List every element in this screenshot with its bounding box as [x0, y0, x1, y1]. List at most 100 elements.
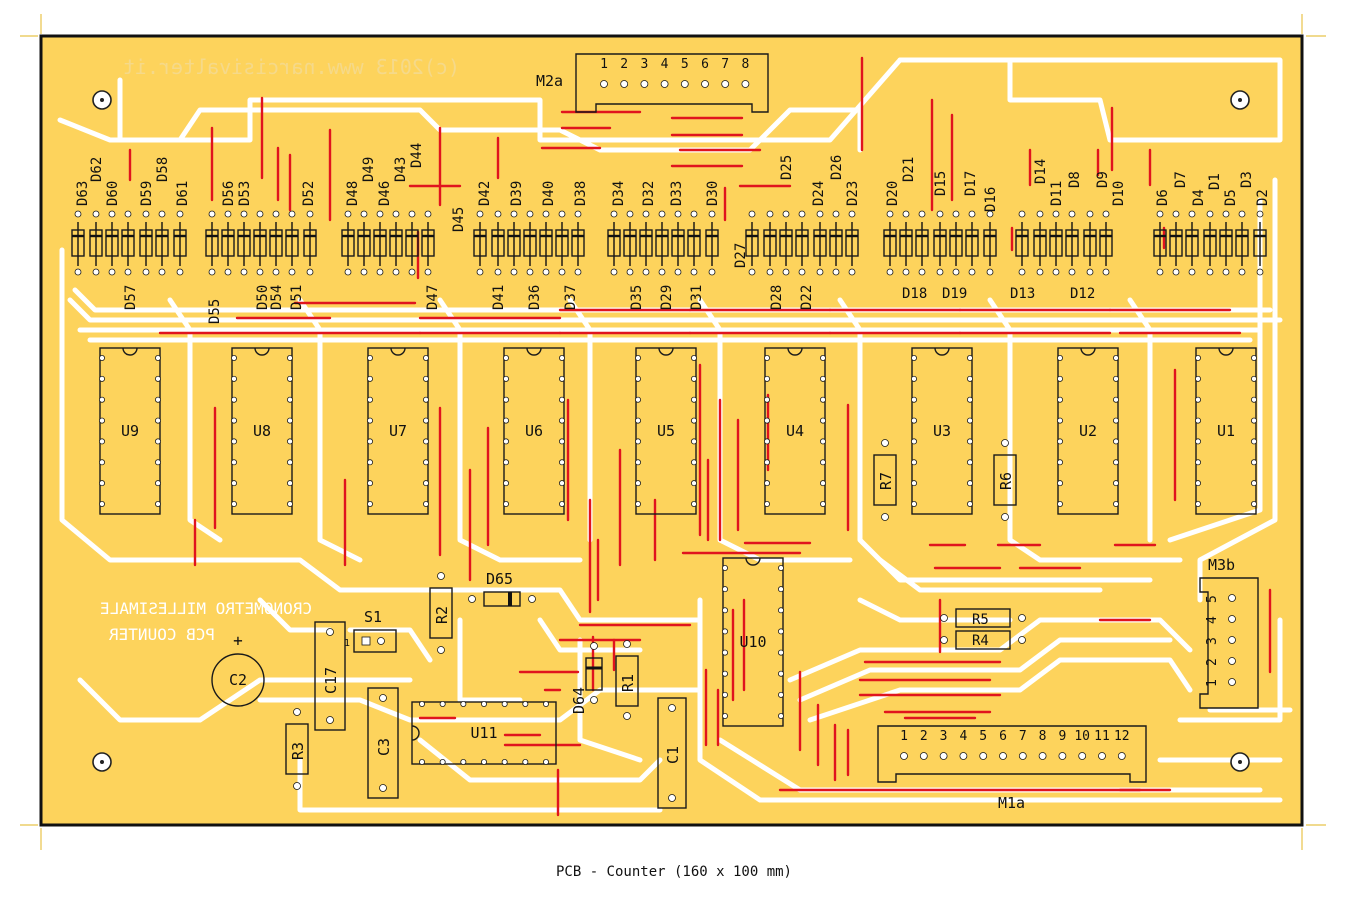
diode-package — [829, 210, 843, 276]
connector-pin-number: 3 — [1205, 637, 1220, 645]
resistor-r4-label: R4 — [972, 633, 989, 649]
diode-label-bottom: D50 — [255, 285, 271, 310]
diode-pad — [558, 268, 566, 276]
diode-label-bottom: D36 — [527, 285, 543, 310]
ic-pin — [967, 459, 974, 466]
diode-package — [253, 210, 267, 276]
diode-pad — [1018, 210, 1026, 218]
ic-pin — [502, 417, 509, 424]
diode-pad — [1222, 210, 1230, 218]
ic-pin — [1113, 354, 1120, 361]
connector-pin — [939, 752, 948, 760]
diode-label-bottom: D54 — [269, 285, 285, 310]
diode-label-bottom: D35 — [629, 285, 645, 310]
ic-pin — [1113, 417, 1120, 424]
diode-pad — [986, 210, 994, 218]
ic-pin — [764, 438, 771, 445]
diode-pad — [408, 268, 416, 276]
ic-pin — [635, 375, 642, 382]
ic-pin — [764, 375, 771, 382]
ic-pin — [820, 438, 827, 445]
diode-label-top: D15 — [933, 171, 949, 196]
ic-pin — [1057, 354, 1064, 361]
ic-pin — [778, 713, 785, 720]
ic-pin — [691, 375, 698, 382]
diode-pad — [1102, 268, 1110, 276]
ic-pin — [543, 701, 550, 708]
connector-pin — [999, 752, 1007, 760]
diode-label-top: D39 — [509, 181, 525, 206]
diode-pad — [92, 210, 100, 218]
ic-pin — [502, 459, 509, 466]
diode-package — [555, 210, 569, 276]
diode-pad — [626, 268, 634, 276]
ic-pin — [967, 396, 974, 403]
ic-pin — [635, 459, 642, 466]
diode-pad — [902, 268, 910, 276]
ic-pin — [286, 459, 293, 466]
resistor-r4: R4 — [940, 630, 1026, 650]
diode-package — [1169, 210, 1183, 276]
diode-label-top: D34 — [611, 181, 627, 206]
ic-pin — [1251, 375, 1258, 382]
diode-pad — [526, 210, 534, 218]
diode-label-top: D10 — [1111, 181, 1127, 206]
diode-pad — [1036, 268, 1044, 276]
diode-pad — [158, 210, 166, 218]
diode-package — [71, 210, 85, 276]
switch-s1-pin1-label: 1 — [344, 638, 350, 649]
diode-pad — [708, 268, 716, 276]
ic-pin — [422, 354, 429, 361]
diode-pad — [256, 210, 264, 218]
diode-label-bottom: D22 — [799, 285, 815, 310]
diode-pad — [224, 210, 232, 218]
diode-pad — [476, 210, 484, 218]
diode-label-top: D20 — [885, 181, 901, 206]
diode-label-top: D14 — [1033, 159, 1049, 184]
diode-d65: D65 — [468, 570, 536, 607]
diode-label-bottom: D13 — [1010, 286, 1035, 302]
ic-pin — [99, 417, 106, 424]
diode-pad — [658, 268, 666, 276]
diode-pad — [642, 210, 650, 218]
connector-pin-number: 5 — [979, 729, 987, 744]
diode-pad — [108, 268, 116, 276]
ic-pin — [1251, 417, 1258, 424]
diode-pad — [1238, 268, 1246, 276]
diode-label-top: D58 — [155, 157, 171, 182]
diode-label-top: D62 — [89, 157, 105, 182]
ic-pin — [1195, 354, 1202, 361]
ic-u2-label: U2 — [1079, 422, 1097, 440]
diode-label-top: D6 — [1155, 189, 1171, 206]
diode-label-bottom: D28 — [769, 285, 785, 310]
ic-pin — [635, 354, 642, 361]
ic-pin — [1195, 375, 1202, 382]
diode-package — [1065, 210, 1079, 276]
diode-pad — [1222, 268, 1230, 276]
ic-pin — [286, 417, 293, 424]
diode-package — [421, 210, 435, 276]
diode-package — [105, 210, 119, 276]
diode-package — [405, 210, 419, 276]
diode-label-top: D40 — [541, 181, 557, 206]
ic-pin — [154, 354, 161, 361]
diode-pad — [816, 268, 824, 276]
ic-pin — [967, 438, 974, 445]
ic-u1: U1 — [1195, 347, 1258, 515]
diode-package — [1253, 210, 1267, 276]
ic-pin — [911, 396, 918, 403]
diode-package — [523, 210, 537, 276]
diode-package — [813, 210, 827, 276]
ic-pin — [559, 375, 566, 382]
resistor-r2: R2 — [429, 572, 453, 654]
diode-d65-label: D65 — [486, 570, 513, 588]
diode-pad — [360, 268, 368, 276]
ic-pin — [230, 438, 237, 445]
diode-pad — [344, 210, 352, 218]
ic-pin — [366, 396, 373, 403]
ic-u7-label: U7 — [389, 422, 407, 440]
diode-pad — [240, 268, 248, 276]
diode-package — [623, 210, 637, 276]
ic-u10: U10 — [722, 557, 785, 727]
